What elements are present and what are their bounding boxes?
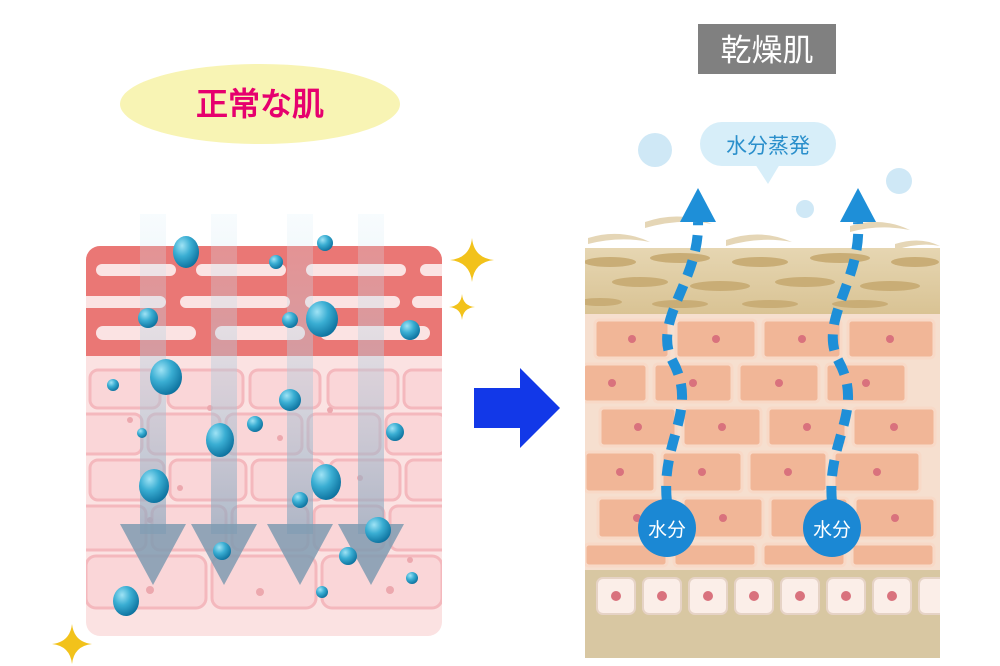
moisture-circle-2: 水分 — [803, 499, 861, 557]
dry-skin-panel: 乾燥肌 水分蒸発 — [585, 24, 940, 658]
vapor-bubbles — [638, 133, 912, 218]
normal-skin-title: 正常な肌 — [196, 85, 324, 123]
moisture-label-1: 水分 — [648, 519, 686, 541]
dry-skin-title-box — [698, 24, 836, 74]
transition-arrow-icon — [474, 368, 560, 448]
evaporation-bubble: 水分蒸発 — [700, 122, 836, 184]
sparkle-icon — [52, 238, 494, 664]
title-bubble — [120, 64, 400, 144]
water-droplets — [107, 235, 420, 616]
flaking-scales — [588, 216, 940, 250]
moisture-evaporation-arrows — [661, 188, 876, 503]
dry-skin-cross-section — [585, 248, 940, 658]
normal-skin-panel: 正常な肌 — [52, 64, 494, 664]
moisture-circle-1: 水分 — [638, 499, 696, 557]
moisture-label-2: 水分 — [813, 519, 851, 541]
dry-skin-title: 乾燥肌 — [721, 33, 814, 69]
evaporation-label: 水分蒸発 — [726, 134, 810, 158]
